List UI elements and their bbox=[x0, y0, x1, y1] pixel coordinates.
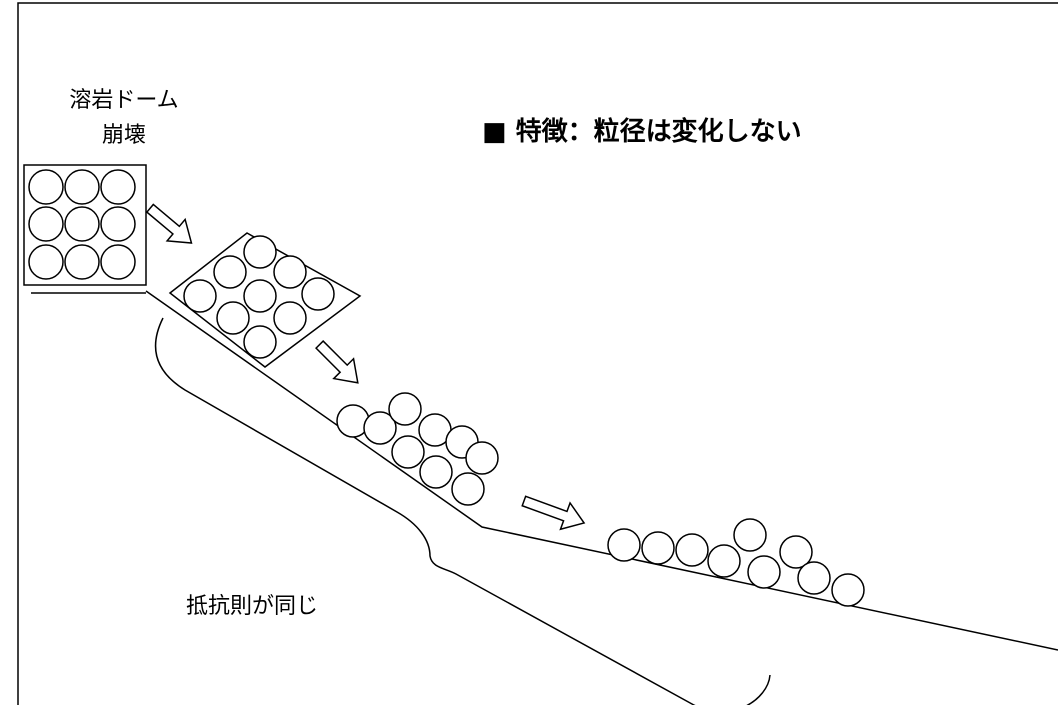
particle bbox=[273, 301, 307, 335]
particle bbox=[213, 255, 247, 289]
particle bbox=[747, 555, 781, 589]
arrow-shape bbox=[315, 340, 359, 384]
tilted-block bbox=[168, 232, 362, 368]
particle bbox=[64, 206, 100, 242]
resistance-label: 抵抗則が同じ bbox=[186, 594, 318, 619]
particle bbox=[100, 206, 136, 242]
lava-dome-block bbox=[23, 164, 147, 294]
particle bbox=[733, 518, 767, 552]
particle bbox=[779, 535, 813, 569]
particle bbox=[391, 435, 425, 469]
tilted-block-frame bbox=[168, 232, 362, 368]
particle bbox=[419, 455, 453, 489]
particle bbox=[707, 544, 741, 578]
particle bbox=[243, 325, 277, 359]
feature-heading: ■ 特徴：粒径は変化しない bbox=[482, 116, 802, 147]
particle bbox=[183, 279, 217, 313]
particle bbox=[28, 169, 64, 205]
particle bbox=[388, 392, 422, 426]
particle bbox=[100, 244, 136, 280]
flow-arrow bbox=[145, 203, 193, 244]
particle bbox=[273, 255, 307, 289]
slope-line bbox=[145, 290, 1058, 651]
source-label-line1: 溶岩ドーム bbox=[69, 88, 178, 113]
curly-brace bbox=[154, 317, 771, 705]
particle bbox=[607, 528, 641, 562]
particle bbox=[363, 411, 397, 445]
particle bbox=[301, 277, 335, 311]
particle bbox=[28, 244, 64, 280]
particle bbox=[64, 169, 100, 205]
arrow-shape bbox=[145, 203, 193, 244]
particle bbox=[465, 441, 499, 475]
particle bbox=[641, 531, 675, 565]
tilted-block-particles bbox=[183, 235, 335, 359]
source-label-line2: 崩壊 bbox=[102, 123, 146, 148]
particle bbox=[675, 533, 709, 567]
arrow-shape bbox=[521, 495, 586, 531]
particle bbox=[831, 573, 865, 607]
dome-particles bbox=[28, 169, 136, 280]
particle bbox=[216, 301, 250, 335]
flow-arrow bbox=[315, 340, 359, 384]
dome-frame bbox=[23, 164, 147, 286]
sliding-particle-cluster bbox=[336, 392, 499, 506]
particle bbox=[451, 472, 485, 506]
particle bbox=[100, 169, 136, 205]
particle bbox=[243, 235, 277, 269]
particle bbox=[64, 244, 100, 280]
deposit-particles bbox=[607, 518, 865, 607]
flow-arrow bbox=[521, 495, 586, 531]
particle bbox=[28, 206, 64, 242]
frame bbox=[17, 2, 1058, 705]
particle bbox=[797, 561, 831, 595]
particle bbox=[243, 279, 277, 313]
